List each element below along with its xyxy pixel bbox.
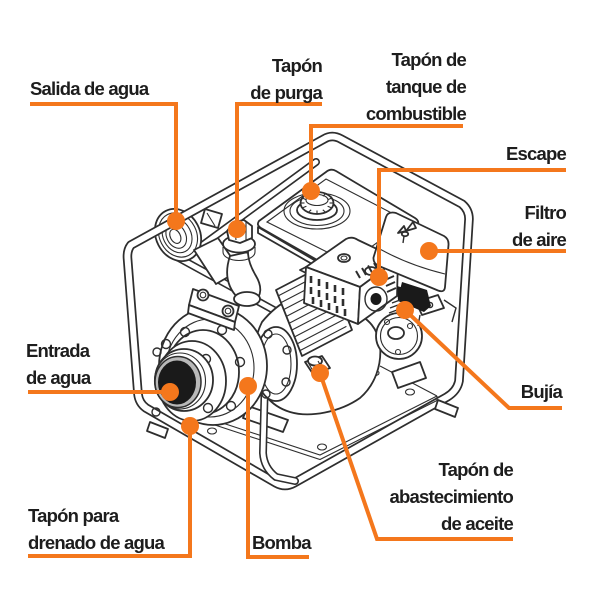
label-tapon-abastecimiento-aceite: Tapón de abastecimiento de aceite bbox=[389, 459, 514, 534]
leader-drenado bbox=[28, 427, 192, 558]
leader-salida bbox=[30, 102, 178, 221]
marker-entrada bbox=[161, 383, 179, 401]
leader-lines bbox=[28, 102, 566, 559]
exhaust-port bbox=[364, 286, 388, 312]
leader-purga bbox=[235, 102, 322, 229]
muffler-vent-grid bbox=[309, 276, 347, 316]
leader-bujia bbox=[403, 308, 562, 410]
marker-aceite bbox=[311, 364, 329, 382]
marker-escape bbox=[370, 268, 388, 286]
label-tapon-drenado-agua: Tapón para drenado de agua bbox=[28, 505, 165, 553]
label-bomba: Bomba bbox=[252, 532, 311, 553]
label-tapon-tanque-combustible: Tapón de tanque de combustible bbox=[365, 49, 467, 124]
marker-drenado bbox=[181, 417, 199, 435]
label-salida-de-agua: Salida de agua bbox=[30, 78, 149, 99]
marker-bomba bbox=[239, 377, 257, 395]
leader-bomba bbox=[246, 387, 309, 559]
marker-purga bbox=[228, 220, 246, 238]
frame-rear-lower-tube bbox=[259, 334, 299, 485]
label-bujia: Bujía bbox=[520, 381, 563, 402]
leader-tanque bbox=[309, 124, 463, 190]
label-entrada-de-agua: Entrada de agua bbox=[26, 340, 91, 388]
marker-tanque bbox=[302, 182, 320, 200]
marker-bujia bbox=[396, 301, 414, 319]
spark-plug-boot bbox=[388, 282, 431, 314]
label-escape: Escape bbox=[506, 143, 567, 164]
outlet-bracket-tab bbox=[200, 208, 223, 229]
air-filter-wingnut bbox=[397, 221, 417, 244]
marker-salida bbox=[167, 212, 185, 230]
marker-filtro bbox=[420, 242, 438, 260]
label-filtro-de-aire: Filtro de aire bbox=[511, 202, 567, 250]
pump-bracket-plate bbox=[187, 288, 240, 331]
frame-feet bbox=[146, 399, 459, 439]
leader-aceite bbox=[318, 372, 513, 541]
recoil-starter bbox=[375, 312, 423, 360]
leader-escape bbox=[377, 168, 566, 276]
air-filter-box bbox=[372, 211, 450, 293]
label-tapon-de-purga: Tapón de purga bbox=[250, 55, 323, 103]
